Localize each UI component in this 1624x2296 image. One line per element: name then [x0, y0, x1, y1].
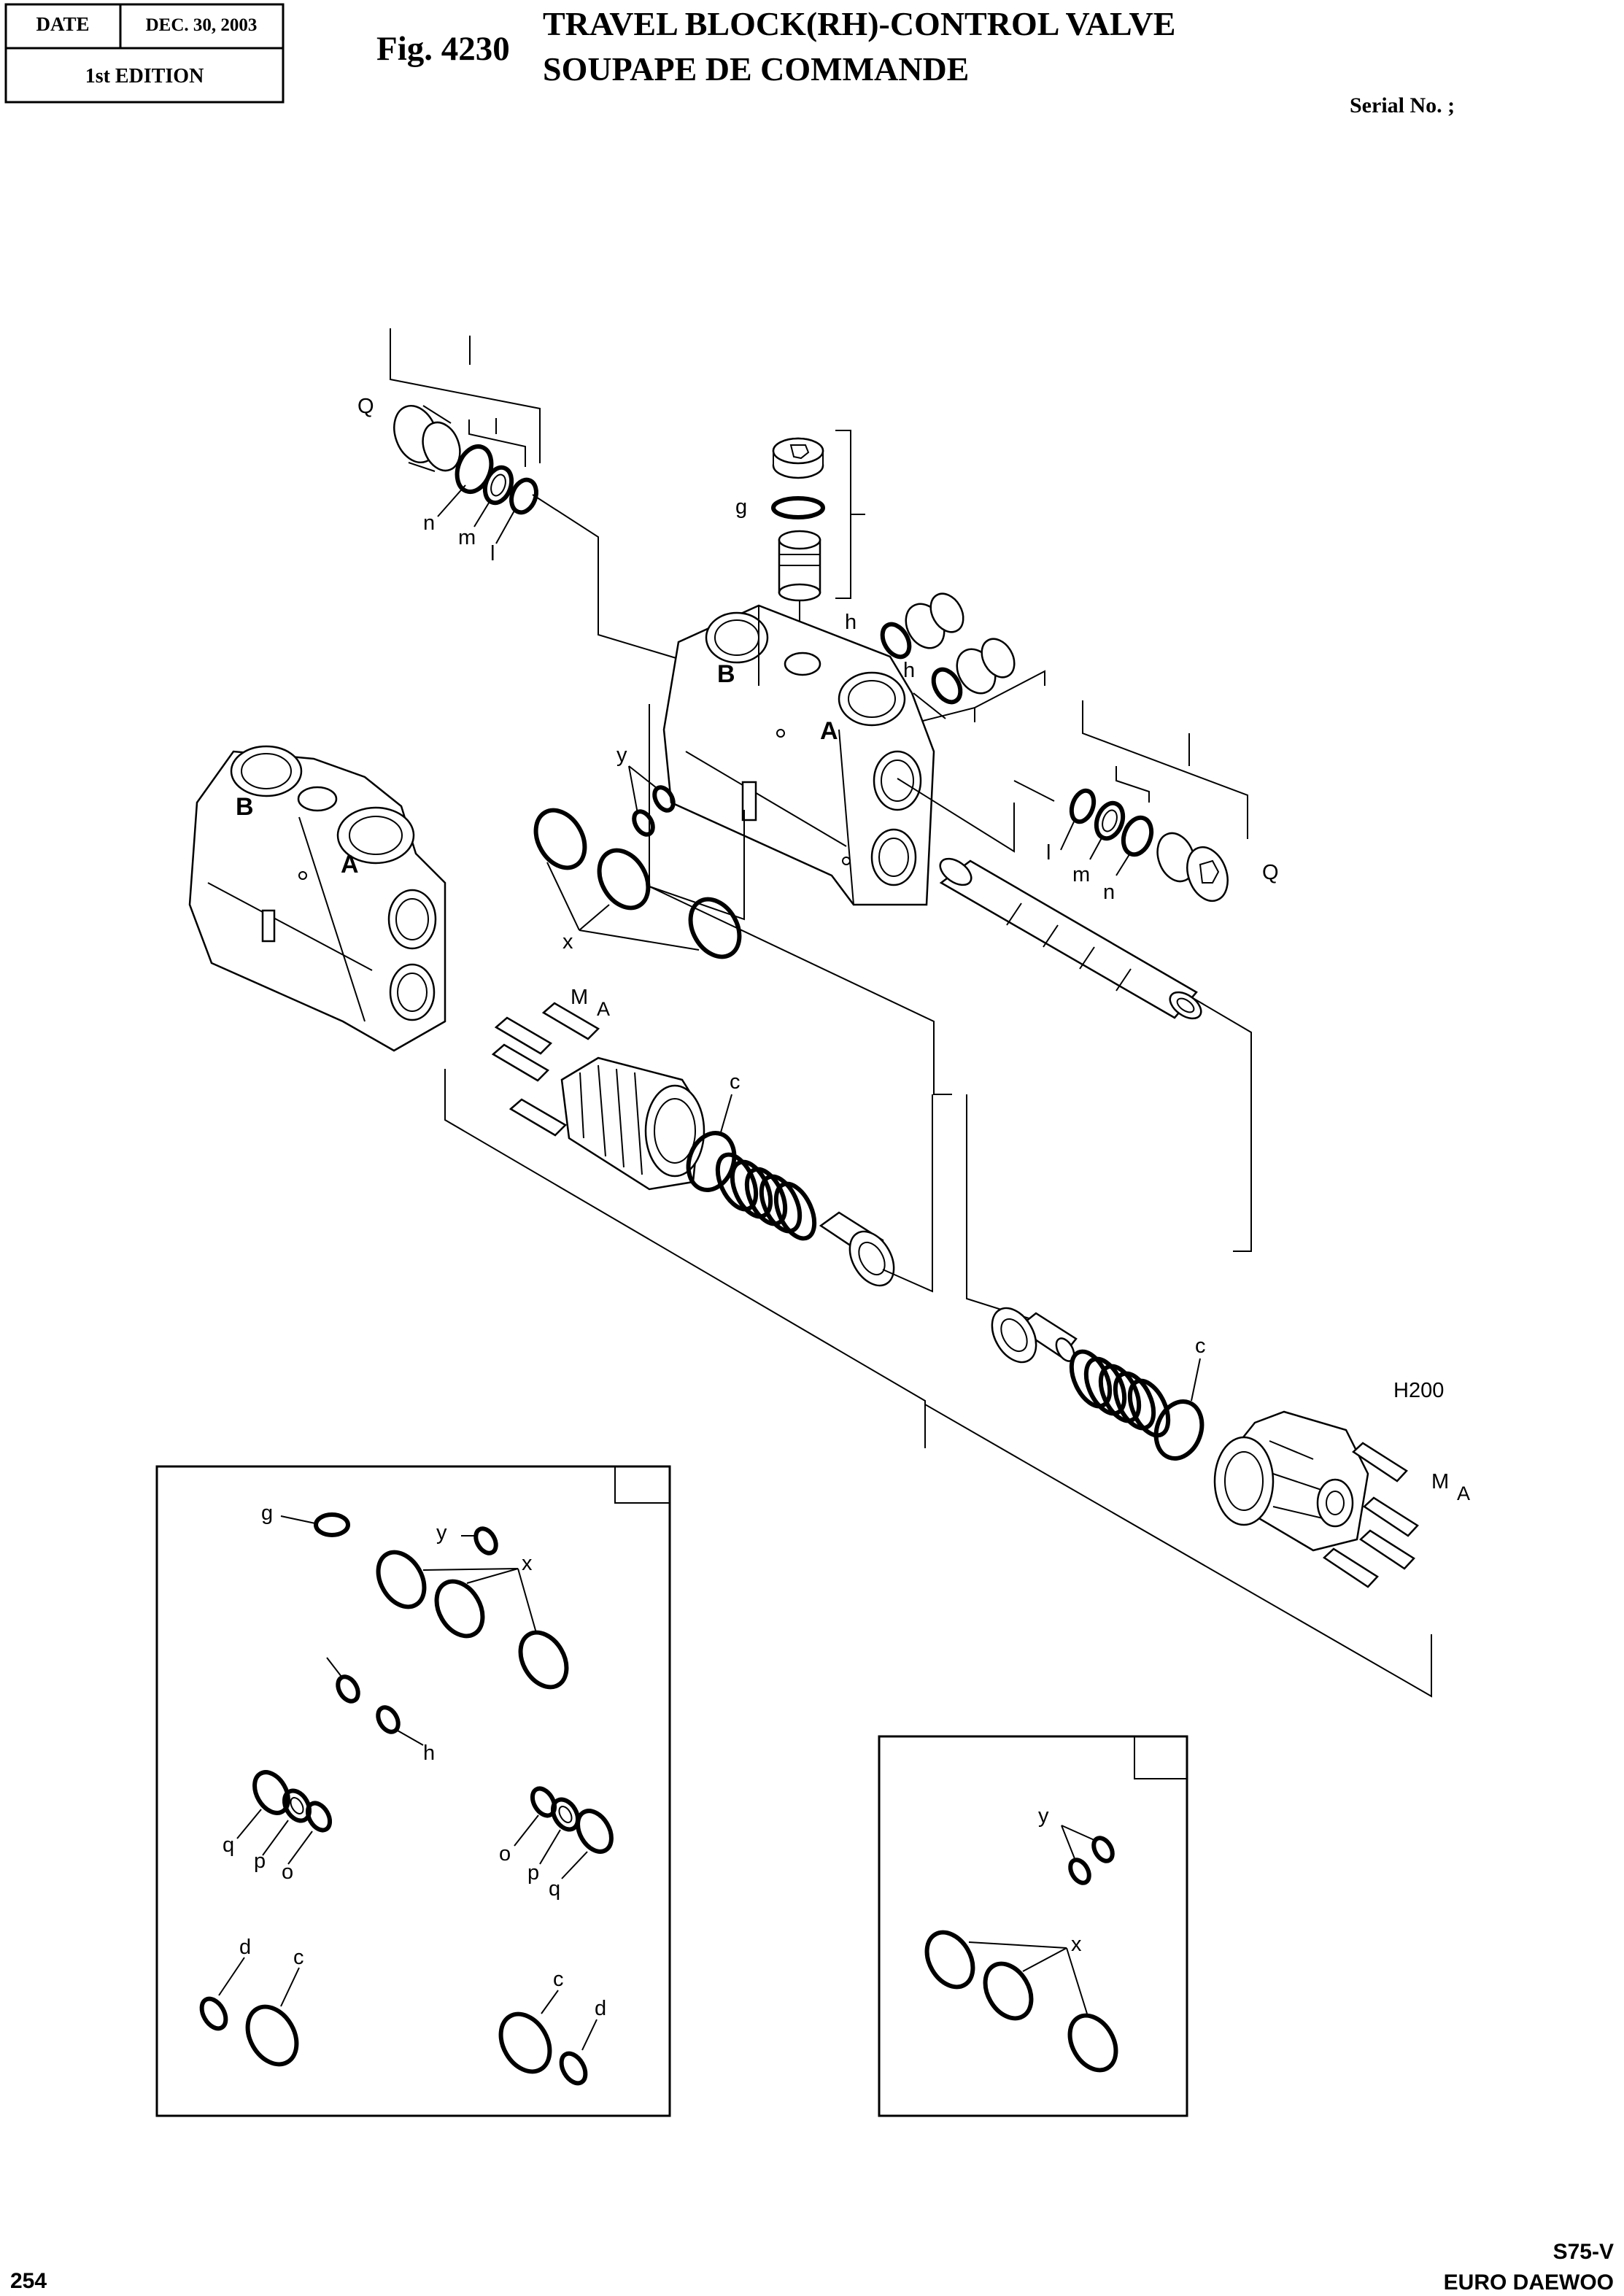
kit1-callout-c-left: c — [293, 1946, 304, 1969]
spring-cover-left: M A c — [444, 986, 933, 1448]
port-label-B: B — [717, 660, 735, 688]
edition-label: 1st EDITION — [85, 65, 204, 88]
callout-c-left: c — [730, 1070, 741, 1094]
callout-x-main: x — [562, 930, 573, 954]
callout-n: n — [423, 511, 435, 535]
kit1-callout-p-right: p — [527, 1861, 539, 1885]
kit2-callout-y: y — [1038, 1804, 1049, 1828]
kit1-callout-y: y — [436, 1521, 447, 1545]
kit1-callout-x: x — [522, 1552, 533, 1575]
figure-number: Fig. 4230 — [376, 30, 510, 68]
plug-h-group: h h — [845, 592, 1045, 722]
kit1-callout-q-right: q — [549, 1877, 560, 1901]
callout-l-right: l — [1046, 841, 1051, 865]
kit1-callout-g: g — [261, 1501, 273, 1525]
relief-plug-group-right: l m n Q — [1013, 700, 1279, 904]
spool — [939, 857, 1252, 1252]
kit1-callout-p-left: p — [254, 1849, 266, 1873]
seal-kit-box-2: y x — [878, 1735, 1188, 2117]
bolts-M-left — [491, 1002, 600, 1137]
kit2-callout-x: x — [1071, 1933, 1082, 1956]
valve-body-main: B A — [649, 604, 1015, 1095]
date-value: DEC. 30, 2003 — [146, 15, 258, 35]
kit1-callout-d-left: d — [239, 1936, 251, 1959]
port-label-B-left: B — [236, 793, 254, 821]
seal-kit-box-1: g y x h q p o o p q — [155, 1465, 671, 2117]
title-english: TRAVEL BLOCK(RH)-CONTROL VALVE — [543, 5, 1175, 42]
callout-A-sub-right: A — [1457, 1483, 1470, 1504]
spring-right — [1069, 1349, 1171, 1438]
kit1-callout-o-right: o — [499, 1842, 511, 1866]
valve-body-left: B A — [188, 745, 446, 1052]
bolts-M-right — [1322, 1442, 1419, 1588]
kit1-callout-q-left: q — [223, 1833, 234, 1857]
relief-plug-group-left: Q n m l — [357, 328, 679, 660]
kit1-callout-c-right: c — [553, 1968, 564, 1991]
callout-n-right: n — [1103, 881, 1115, 904]
brand-label: EURO DAEWOO — [1444, 2270, 1614, 2295]
port-label-A-left: A — [341, 851, 359, 878]
model-label: S75-V — [1553, 2240, 1614, 2264]
title-french: SOUPAPE DE COMMANDE — [543, 50, 969, 88]
callout-h-1: h — [845, 611, 857, 634]
kit1-callout-h: h — [423, 1742, 435, 1765]
callout-H200: H200 — [1393, 1379, 1444, 1402]
callout-y-main: y — [616, 743, 627, 767]
callout-l: l — [490, 542, 495, 565]
callout-c-right: c — [1195, 1334, 1206, 1358]
callout-g: g — [735, 495, 747, 519]
callout-Q-right: Q — [1262, 861, 1279, 884]
page-number: 254 — [10, 2269, 47, 2293]
check-valve-group-top: g — [735, 430, 865, 657]
spring-cover-right: c H200 M A — [924, 1094, 1470, 1698]
callout-h-2: h — [903, 659, 915, 682]
plug-Q-left — [393, 404, 461, 472]
callout-M-right: M — [1431, 1470, 1449, 1493]
callout-M-left: M — [571, 986, 588, 1009]
callout-A-sub-left: A — [597, 998, 610, 1020]
kit1-callout-o-left: o — [282, 1860, 293, 1884]
kit1-callout-d-right: d — [595, 1997, 606, 2020]
callout-m-right: m — [1072, 863, 1090, 886]
callout-Q: Q — [357, 395, 374, 418]
date-edition-box: DATE DEC. 30, 2003 1st EDITION — [4, 3, 285, 104]
seal-rings-main: y x — [533, 743, 742, 959]
serial-number: Serial No. ; — [1350, 93, 1455, 117]
port-label-A: A — [820, 717, 838, 745]
callout-m: m — [458, 526, 476, 549]
date-label: DATE — [36, 13, 89, 35]
spring-left — [715, 1152, 817, 1241]
